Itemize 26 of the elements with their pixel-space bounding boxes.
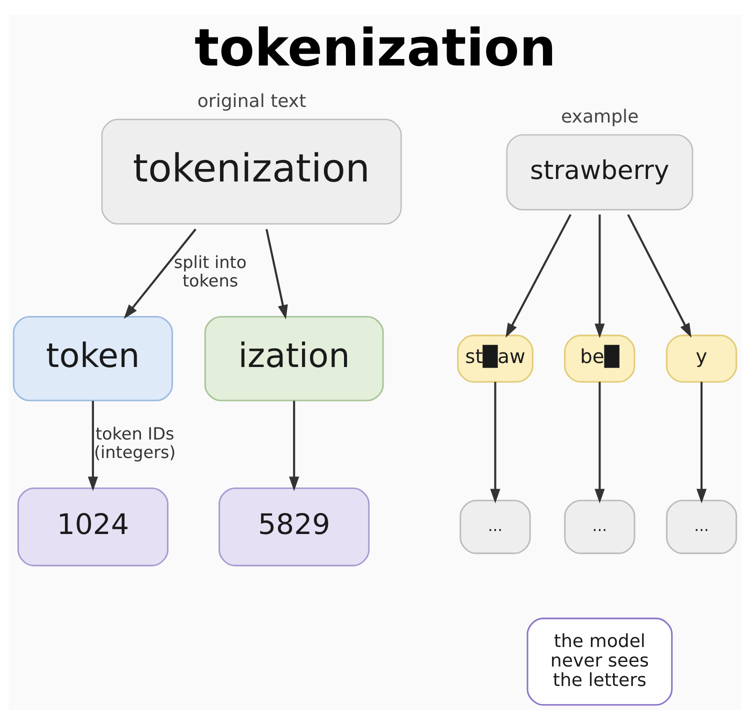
arrow <box>627 214 692 338</box>
node-box: ... <box>460 499 531 554</box>
node-box: ization <box>204 315 384 401</box>
node-box: ... <box>666 499 738 554</box>
node-label: original text <box>197 90 306 112</box>
arrow <box>124 228 196 318</box>
node-box: 1024 <box>17 486 168 566</box>
arrow <box>490 381 500 503</box>
arrow <box>289 400 300 491</box>
arrow <box>594 381 605 503</box>
node-box: 5829 <box>218 486 370 566</box>
edge-label: token IDs (integers) <box>94 423 176 462</box>
node-box: ... <box>564 499 636 554</box>
arrow <box>506 214 572 338</box>
arrow <box>594 214 605 338</box>
node-box: the model never sees the letters <box>526 617 673 706</box>
arrow <box>696 381 707 503</box>
node-box: be█ <box>564 334 636 382</box>
node-label: example <box>561 106 639 127</box>
node-box: st█aw <box>457 334 534 382</box>
diagram-title: tokenization <box>194 18 556 78</box>
arrow <box>266 228 288 319</box>
node-box: y <box>666 334 738 382</box>
node-box: token <box>12 315 174 401</box>
edge-label: split into tokens <box>174 252 247 290</box>
arrow <box>88 400 98 491</box>
